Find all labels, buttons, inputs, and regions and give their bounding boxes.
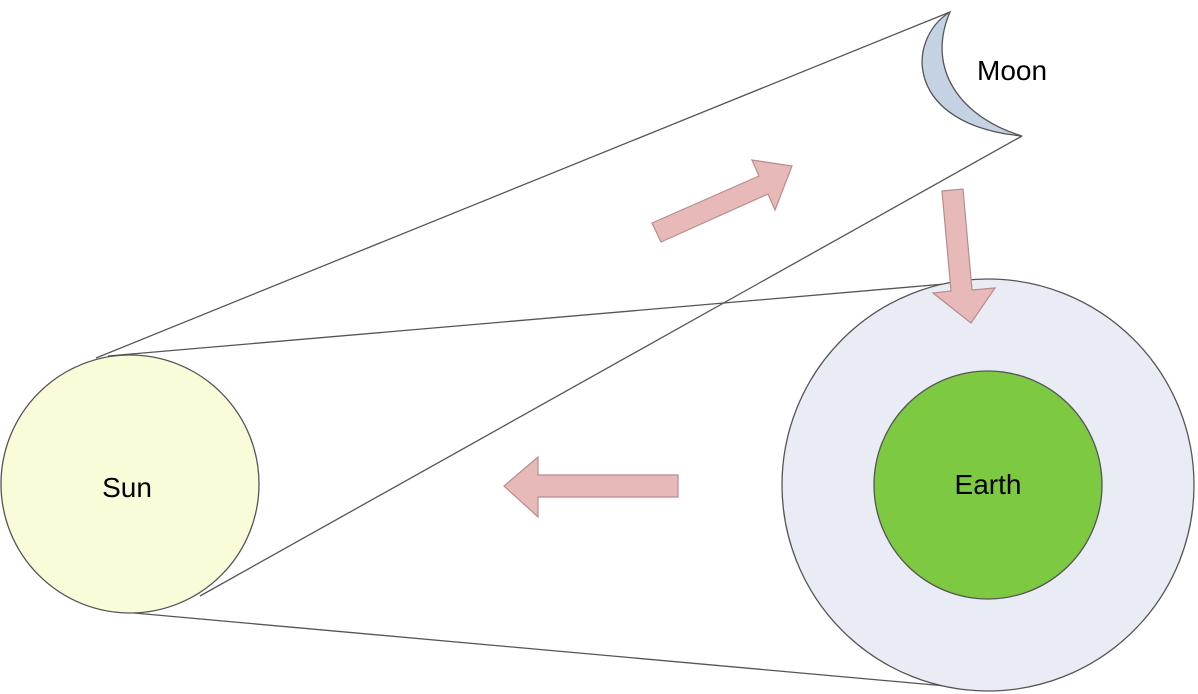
moon-crescent — [921, 10, 1023, 137]
arrow-moon-to-earth — [931, 188, 997, 324]
sun-earth-upper-line — [107, 281, 969, 357]
sun-label: Sun — [102, 472, 152, 503]
moon-label: Moon — [977, 55, 1047, 86]
sun-earth-lower-line — [133, 612, 969, 689]
sun-moon-upper-line — [95, 11, 951, 359]
earth-label: Earth — [955, 469, 1022, 500]
arrow-earth-to-sun — [503, 455, 679, 519]
sun-circle — [0, 354, 260, 614]
arrow-toward-moon — [651, 159, 793, 243]
earth-circle — [873, 370, 1103, 600]
sun-moon-lower-line — [199, 135, 1023, 597]
